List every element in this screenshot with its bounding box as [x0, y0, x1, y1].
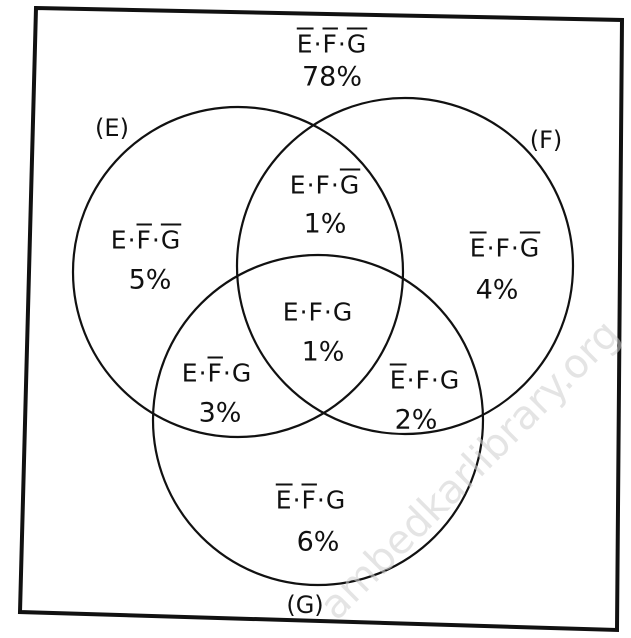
set-symbol: E — [275, 485, 293, 515]
circle-f — [235, 96, 575, 436]
region-eg-percent: 3% — [198, 397, 242, 429]
and-dot: · — [323, 297, 333, 327]
set-symbol: F — [322, 29, 338, 59]
set-symbol: E — [289, 170, 307, 200]
set-symbol: G — [519, 233, 541, 263]
region-g-only-expression: E·F·G — [276, 486, 346, 515]
region-none-expression: E·F·G — [297, 30, 367, 59]
region-e-only-percent: 5% — [128, 264, 172, 296]
set-symbol: E — [110, 225, 128, 255]
region-ef-expression: E·F·G — [290, 171, 360, 200]
set-symbol: E — [389, 365, 407, 395]
set-symbol: G — [339, 170, 361, 200]
and-dot: · — [313, 29, 323, 59]
and-dot: · — [510, 233, 520, 263]
region-f-only-percent: 4% — [475, 274, 519, 306]
set-symbol: F — [495, 233, 511, 263]
and-dot: · — [316, 485, 326, 515]
region-g-only-percent: 6% — [296, 526, 340, 558]
set-symbol: F — [415, 365, 431, 395]
set-symbol: E — [296, 29, 314, 59]
and-dot: · — [151, 225, 161, 255]
set-label-f: (F) — [529, 126, 563, 154]
set-symbol: G — [332, 297, 354, 327]
region-fg-percent: 2% — [394, 404, 438, 436]
set-symbol: G — [346, 29, 368, 59]
region-f-only-expression: E·F·G — [470, 234, 540, 263]
region-ef-percent: 1% — [303, 208, 347, 240]
set-symbol: F — [207, 358, 223, 388]
and-dot: · — [486, 233, 496, 263]
region-none-percent: 78% — [301, 61, 363, 93]
and-dot: · — [292, 485, 302, 515]
set-symbol: F — [301, 485, 317, 515]
and-dot: · — [198, 358, 208, 388]
set-label-e: (E) — [95, 114, 129, 142]
set-symbol: E — [282, 297, 300, 327]
set-symbol: F — [308, 297, 324, 327]
circle-g — [151, 253, 485, 587]
region-fg-expression: E·F·G — [390, 366, 460, 395]
region-eg-expression: E·F·G — [182, 359, 252, 388]
set-symbol: F — [315, 170, 331, 200]
region-efg-expression: E·F·G — [283, 298, 353, 327]
and-dot: · — [430, 365, 440, 395]
and-dot: · — [299, 297, 309, 327]
circle-e — [71, 105, 405, 439]
universe-border — [17, 5, 625, 633]
and-dot: · — [406, 365, 416, 395]
set-symbol: G — [231, 358, 253, 388]
and-dot: · — [337, 29, 347, 59]
set-symbol: G — [160, 225, 182, 255]
and-dot: · — [127, 225, 137, 255]
set-symbol: G — [325, 485, 347, 515]
set-symbol: F — [136, 225, 152, 255]
set-symbol: G — [439, 365, 461, 395]
region-efg-percent: 1% — [301, 336, 345, 368]
set-label-g: (G) — [286, 591, 324, 619]
and-dot: · — [330, 170, 340, 200]
and-dot: · — [306, 170, 316, 200]
set-symbol: E — [181, 358, 199, 388]
region-e-only-expression: E·F·G — [111, 226, 181, 255]
and-dot: · — [222, 358, 232, 388]
set-symbol: E — [469, 233, 487, 263]
